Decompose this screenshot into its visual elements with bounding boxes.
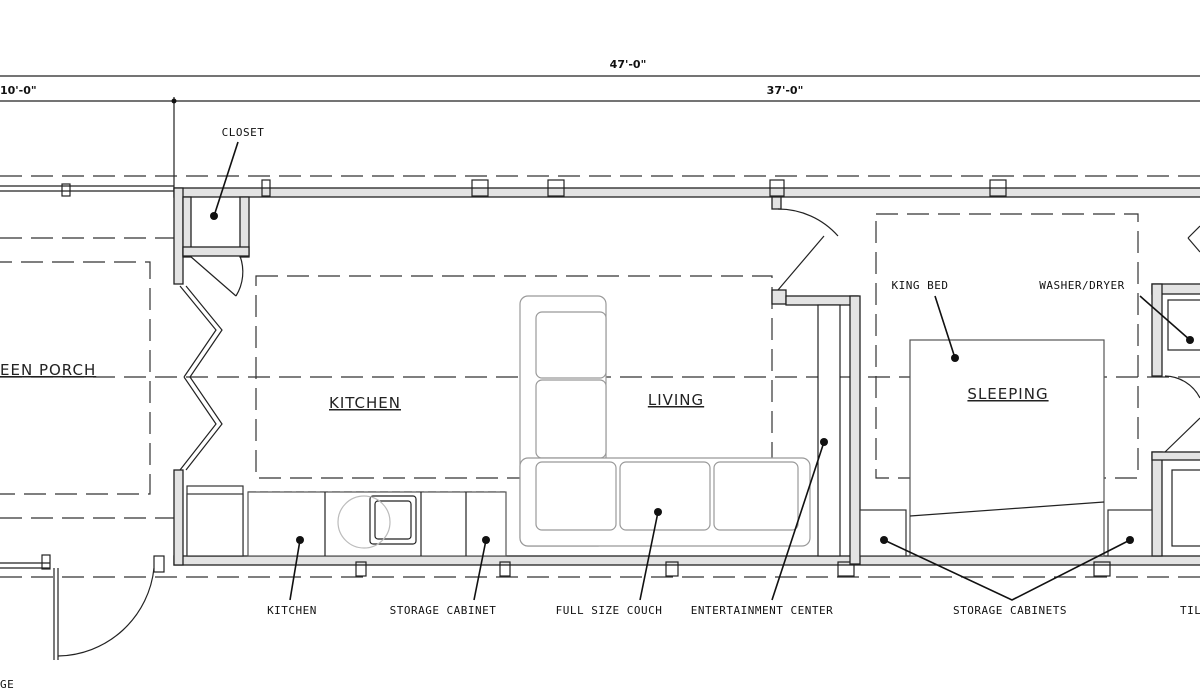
callout-washer-dryer: WASHER/DRYER	[1039, 279, 1124, 292]
bedroom-storage-cabinets	[859, 509, 1153, 557]
room-label-living: LIVING	[648, 391, 704, 409]
king-bed	[909, 339, 1105, 557]
room-label-porch: EEN PORCH	[0, 361, 96, 379]
interior-dimension: 37'-0"	[767, 84, 804, 97]
sectional-couch	[519, 295, 811, 547]
dimension-lines: 47'-0" 10'-0" 37'-0"	[0, 58, 1200, 190]
room-labels: EEN PORCH KITCHEN LIVING SLEEPING	[0, 361, 1048, 412]
room-label-sleeping: SLEEPING	[967, 385, 1048, 403]
callout-storage-cabinet: STORAGE CABINET	[390, 604, 497, 617]
callout-entertainment-center: ENTERTAINMENT CENTER	[691, 604, 833, 617]
callout-labels: CLOSET KING BED WASHER/DRYER KITCHEN STO…	[0, 126, 1200, 691]
callout-partial-bottom-left: GE	[0, 678, 14, 691]
exterior-walls	[153, 179, 1200, 577]
callout-closet: CLOSET	[222, 126, 265, 139]
callout-leaders	[210, 141, 1194, 601]
callout-full-size-couch: FULL SIZE COUCH	[556, 604, 663, 617]
callout-kitchen: KITCHEN	[267, 604, 317, 617]
porch-door	[53, 567, 155, 660]
overall-dimension: 47'-0"	[610, 58, 647, 71]
callout-partial-right: TIL	[1180, 604, 1200, 617]
kitchen-counter	[186, 485, 507, 557]
callout-storage-cabinets: STORAGE CABINETS	[953, 604, 1067, 617]
porch-railing	[0, 183, 174, 570]
callout-king-bed: KING BED	[892, 279, 949, 292]
porch-dimension: 10'-0"	[0, 84, 37, 97]
closet	[182, 196, 250, 297]
entry-bifold-door	[179, 285, 223, 471]
room-label-kitchen: KITCHEN	[329, 394, 401, 412]
